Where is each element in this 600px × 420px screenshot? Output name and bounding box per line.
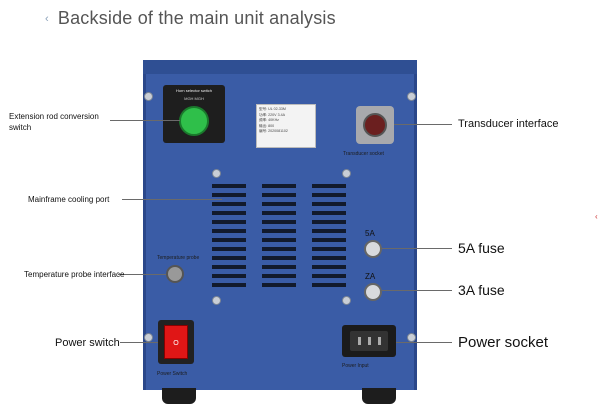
vent-slot	[312, 184, 346, 188]
callout-power-socket: Power socket	[458, 334, 549, 351]
callout-temp-probe: Temperature probe interface	[24, 270, 125, 279]
transducer-connector-icon	[363, 113, 387, 137]
vent-slot	[312, 202, 346, 206]
extension-rod-switch-button[interactable]	[179, 106, 209, 136]
horn-selector-title: Horn selector switch	[175, 88, 212, 93]
vent-slot	[262, 283, 296, 287]
vent-slot	[212, 265, 246, 269]
callout-line	[118, 274, 166, 275]
fuse-5a-holder[interactable]	[364, 240, 382, 258]
screw-icon	[407, 333, 416, 342]
temperature-probe-label: Temperature probe	[157, 255, 200, 261]
transducer-socket-label: Transducer socket	[343, 151, 384, 157]
screw-icon	[342, 296, 351, 305]
vent-slot	[212, 202, 246, 206]
callout-line	[396, 342, 452, 343]
power-switch[interactable]	[164, 325, 188, 359]
socket-pin-icon	[378, 337, 381, 345]
unit-foot-right	[362, 388, 396, 404]
vent-slot	[262, 274, 296, 278]
vent-slot	[262, 256, 296, 260]
vent-slot	[212, 283, 246, 287]
callout-line	[382, 290, 452, 291]
vent-slot	[212, 256, 246, 260]
callout-power-switch: Power switch	[55, 337, 120, 349]
spec-sticker: 型号: UL 02-33M 功率: 220V 3.4A 频率: 40KHz 输出…	[256, 104, 316, 148]
page-title: ‹ Backside of the main unit analysis	[45, 8, 336, 29]
sticker-line: 型号: UL 02-33M	[259, 107, 286, 111]
fuse-3a-mark: ZA	[365, 272, 376, 281]
vent-slot	[212, 184, 246, 188]
vent-slot	[262, 184, 296, 188]
screw-icon	[144, 333, 153, 342]
screw-icon	[342, 169, 351, 178]
power-switch-mark: O	[173, 340, 179, 347]
vent-slot	[312, 193, 346, 197]
callout-line	[122, 199, 222, 200]
side-chevron-icon: ‹	[595, 212, 598, 221]
vent-slot	[312, 229, 346, 233]
callout-line	[120, 342, 158, 343]
sticker-line: 编号: 2020081102	[259, 129, 288, 133]
power-switch-panel-label: Power Switch	[157, 371, 188, 377]
callout-line	[382, 248, 452, 249]
vent-slot	[262, 202, 296, 206]
vent-slot	[212, 220, 246, 224]
callout-cooling-port: Mainframe cooling port	[28, 195, 110, 204]
vent-slot	[212, 274, 246, 278]
screw-icon	[407, 92, 416, 101]
vent-slot	[312, 265, 346, 269]
vent-slot	[212, 211, 246, 215]
vent-slot	[312, 274, 346, 278]
fuse-3a-holder[interactable]	[364, 283, 382, 301]
vent-slot	[312, 283, 346, 287]
vent-slot	[312, 247, 346, 251]
vent-slot	[312, 220, 346, 224]
screw-icon	[212, 296, 221, 305]
bullet-chevron-icon: ‹	[45, 13, 49, 25]
callout-line	[394, 124, 452, 125]
vent-slot	[262, 238, 296, 242]
page-title-text: Backside of the main unit analysis	[57, 8, 336, 28]
temperature-probe-port[interactable]	[166, 265, 184, 283]
callout-fuse-5a: 5A fuse	[458, 240, 505, 256]
vent-slot	[212, 247, 246, 251]
power-input-label: Power Input	[342, 363, 369, 369]
vent-slot	[312, 256, 346, 260]
vent-slot	[262, 211, 296, 215]
fuse-5a-mark: 5A	[365, 229, 375, 238]
unit-top-panel	[143, 60, 417, 74]
callout-extension-rod: Extension rod conversion switch	[9, 112, 99, 132]
vent-slot	[312, 238, 346, 242]
callout-transducer: Transducer interface	[458, 118, 559, 130]
vent-slot	[262, 193, 296, 197]
vent-slot	[262, 265, 296, 269]
socket-pin-icon	[358, 337, 361, 345]
vent-slot	[212, 193, 246, 197]
vent-slot	[262, 247, 296, 251]
unit-foot-left	[162, 388, 196, 404]
callout-fuse-3a: 3A fuse	[458, 282, 505, 298]
vent-slot	[262, 220, 296, 224]
sticker-line: 输出: 800	[259, 123, 275, 128]
horn-selector-sub: MGH MGH	[184, 96, 204, 101]
sticker-line: 频率: 40KHz	[259, 118, 279, 122]
screw-icon	[144, 92, 153, 101]
sticker-line: 功率: 220V 3.4A	[259, 112, 285, 117]
vent-slot	[212, 238, 246, 242]
socket-pin-icon	[368, 337, 371, 345]
vent-slot	[262, 229, 296, 233]
screw-icon	[212, 169, 221, 178]
vent-slot	[312, 211, 346, 215]
callout-line	[110, 120, 180, 121]
vent-slot	[212, 229, 246, 233]
